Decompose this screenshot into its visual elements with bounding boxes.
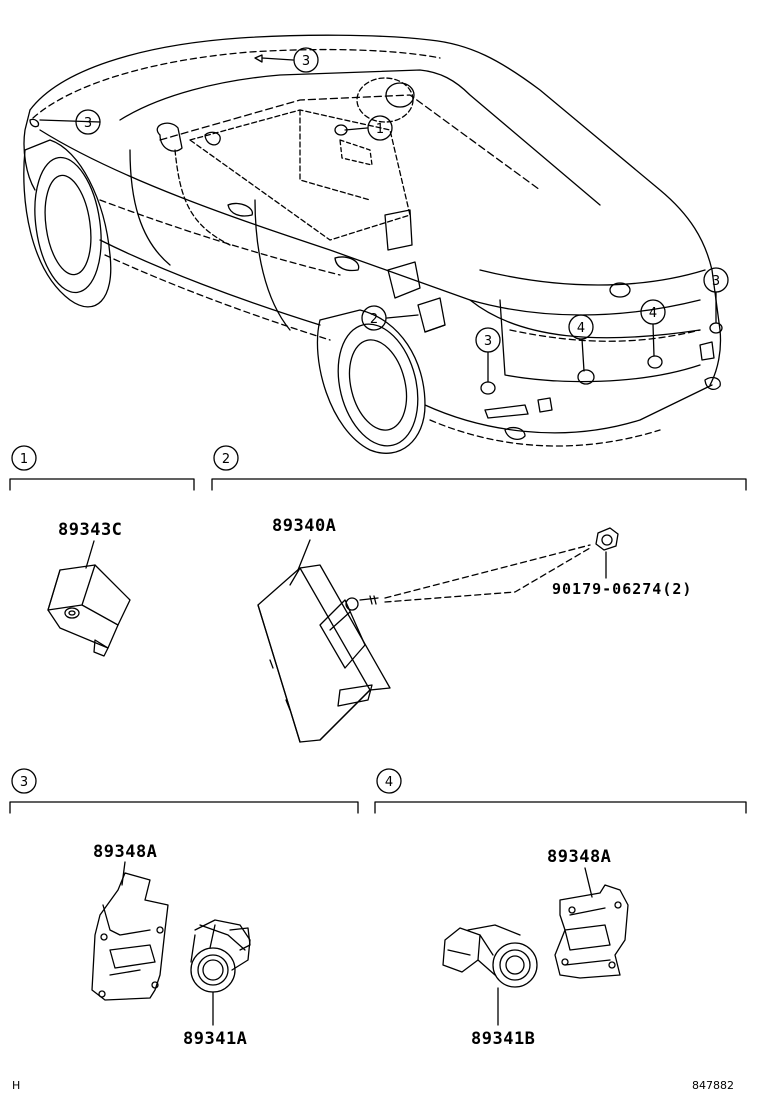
section-4-number: 4 [385,775,393,790]
callout-1-dash: 1 [376,122,384,137]
footer-diagram-id: 847882 [692,1079,734,1092]
section-2-number: 2 [222,452,230,467]
part-label-89341b[interactable]: 89341B [471,1029,536,1049]
callout-4-rear-center-right: 4 [649,306,657,321]
section-brackets [9,445,747,814]
callout-3-rear-left: 3 [484,334,492,349]
part-89348a-bracket-4 [554,867,629,979]
part-label-89343c[interactable]: 89343C [58,520,123,540]
part-label-90179-06274[interactable]: 90179-06274(2) [552,580,693,598]
callout-2-rear: 2 [370,312,378,327]
callout-3-roof: 3 [302,54,310,69]
callout-3-front: 3 [84,116,92,131]
part-label-89348a-section3[interactable]: 89348A [93,842,158,862]
part-89343c-drawing [47,540,131,657]
callout-3-rear-right: 3 [712,274,720,289]
part-label-89348a-section4[interactable]: 89348A [547,847,612,867]
part-89341b-sensor [442,924,538,1026]
callout-4-rear-center-left: 4 [577,321,585,336]
car-callouts [75,47,729,353]
part-label-89340a[interactable]: 89340A [272,516,337,536]
part-89341a-sensor [190,919,251,1026]
section-1-number: 1 [20,452,28,467]
car-illustration [23,34,723,454]
section-3-number: 3 [20,775,28,790]
footer-left-code: H [12,1079,21,1092]
part-89348a-bracket-3 [91,861,169,1001]
part-89340a-drawing [257,527,619,743]
part-label-89341a[interactable]: 89341A [183,1029,248,1049]
